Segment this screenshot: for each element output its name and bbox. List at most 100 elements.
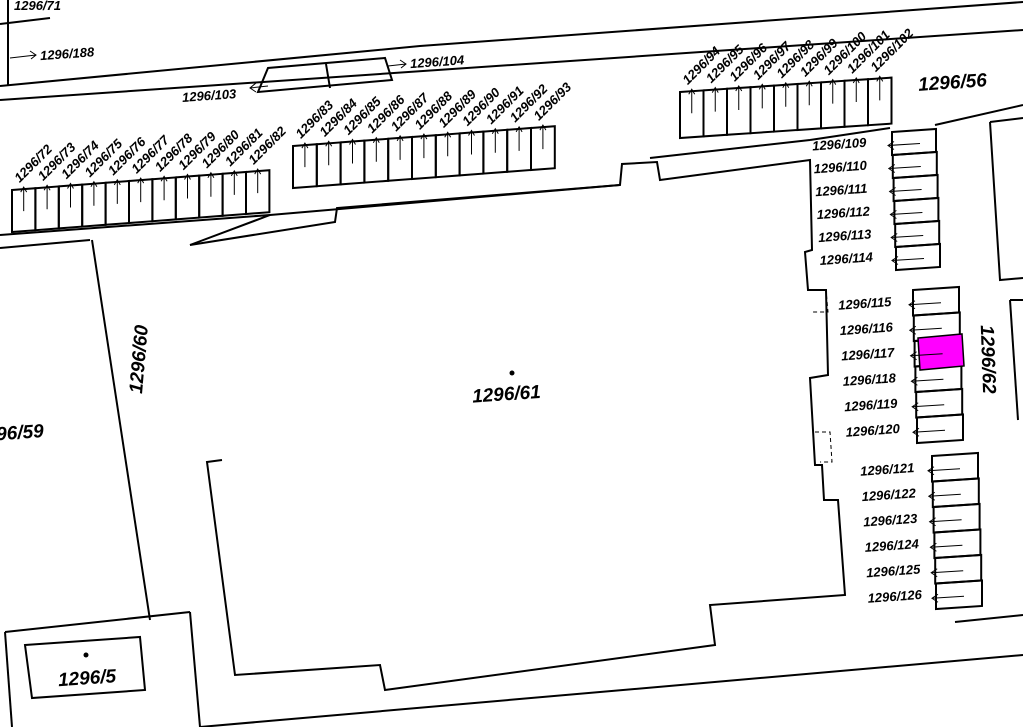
arrow-1296-73 [43,184,51,210]
label-1296-118: 1296/118 [842,370,897,389]
garage-1296-93 [530,125,556,172]
arrow-1296-100 [829,78,837,104]
label-1296-120: 1296/120 [845,421,901,440]
garage-1296-110 [891,150,938,180]
label-1296-60: 1296/60 [126,324,153,395]
arrow-1296-78 [160,175,168,201]
arrow-1296-125 [930,568,964,578]
arrow-1296-111 [888,187,922,196]
arrow-1296-94 [688,88,696,114]
label-arrows [9,50,407,93]
arrow-1296-114 [891,256,925,265]
garage-1296-125 [934,553,983,585]
label-1296-124: 1296/124 [864,536,920,555]
label-1296-5: 1296/5 [57,666,117,691]
label-1296-71: 1296/71 [14,0,61,13]
label-1296-62: 1296/62 [976,325,999,395]
label-1296-119: 1296/119 [844,396,899,415]
garage-1296-112 [893,196,940,226]
arrow-1296-109 [887,141,921,150]
arrow-1296-79 [184,173,191,199]
label-1296-121: 1296/121 [860,460,915,479]
arrow-1296-118 [910,376,944,386]
arrow-1296-86 [372,136,380,162]
arrow-1296-101 [852,77,860,102]
arrow-1296-84 [325,140,333,166]
label-1296-110: 1296/110 [813,158,868,177]
label-1296-104: 1296/104 [410,52,466,71]
arrow-1296-115 [908,300,942,310]
arrow-1296-99 [805,80,813,106]
label-1296-103: 1296/103 [182,86,238,105]
arrow-1296-96 [735,85,743,110]
label-1296-188: 1296/188 [40,44,96,63]
garage-1296-122 [931,477,980,509]
arrow-1296-74 [67,182,74,208]
arrow-1296-112 [889,210,923,219]
arrow-1296-98 [782,81,790,107]
label-1296-114: 1296/114 [819,249,874,268]
label-1296-125: 1296/125 [866,562,922,581]
garage-1296-123 [932,502,981,534]
arrow-1296-117 [909,351,943,361]
label-1296-59: 96/59 [0,421,45,445]
label-1296-126: 1296/126 [867,587,923,606]
label-1296-123: 1296/123 [863,511,919,530]
arrow-1296-121 [927,466,961,476]
arrow-1296-92 [515,125,523,151]
arrow-1296-124 [929,542,963,552]
arrow-1296-102 [876,75,884,101]
arrow-1296-116 [908,325,942,335]
garage-1296-115 [912,285,960,317]
arrow-1296-97 [758,83,766,109]
label-1296-116: 1296/116 [839,319,894,338]
arrow-1296-122 [927,491,961,501]
garage-1296-126 [935,579,983,611]
arrow-1296-110 [887,164,921,173]
arrow-1296-119 [911,402,945,412]
label-1296-113: 1296/113 [818,226,873,245]
arrow-1296-126 [931,593,965,603]
garage-1296-124 [933,528,982,560]
arrow-1296-88 [420,133,428,159]
label-1296-112: 1296/112 [816,203,871,222]
arrow-1296-93 [539,124,547,150]
parcel-1296-103-104 [256,56,394,94]
parcel-1296-5-outline [23,635,147,700]
garage-1296-113 [894,219,941,249]
label-1296-117: 1296/117 [841,345,896,364]
arrow-1296-80 [207,171,215,197]
label-1296-122: 1296/122 [861,485,917,504]
garage-1296-111 [892,173,939,203]
arrow-1296-83 [301,142,309,168]
label-1296-111: 1296/111 [815,181,868,200]
arrow-1296-90 [468,129,475,155]
parcel-1296-61-outline [189,158,847,692]
label-main-parcel: 1296/61 [471,382,541,408]
garage-1296-114 [895,242,941,272]
arrow-1296-75 [90,180,98,206]
garage-1296-119 [915,387,964,419]
arrow-1296-82 [254,168,262,194]
arrow-1296-81 [230,169,238,195]
arrow-1296-77 [137,177,145,203]
garage-1296-109 [891,127,937,157]
label-1296-115: 1296/115 [838,294,893,313]
arrow-1296-91 [491,127,499,153]
arrow-1296-120 [912,427,946,437]
arrow-1296-95 [711,86,719,112]
garage-1296-120 [916,413,964,445]
garage-1296-121 [931,451,979,483]
arrow-1296-113 [890,233,924,242]
garage-1296-82 [245,169,271,216]
label-1296-56: 1296/56 [918,70,988,96]
highlighted-parcel-1296-117[interactable] [917,333,965,371]
arrow-1296-85 [349,138,356,164]
centroid-dot-1296-5 [83,652,89,658]
label-1296-109: 1296/109 [812,135,868,154]
centroid-dot-1296-61 [509,370,515,376]
arrow-1296-72 [20,186,28,212]
arrow-1296-89 [444,131,452,157]
